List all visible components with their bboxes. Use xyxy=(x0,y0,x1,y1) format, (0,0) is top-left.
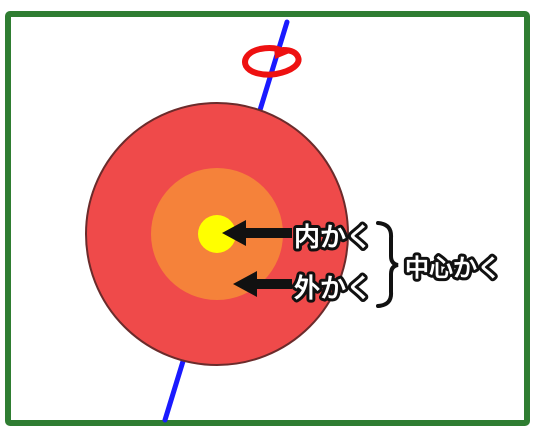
core-label: 中心かく xyxy=(405,254,501,282)
inner-core-arrow xyxy=(222,220,292,246)
rotation-arrow-icon xyxy=(242,45,302,78)
inner-core-label: 内かく xyxy=(294,223,372,253)
core-bracket xyxy=(376,221,399,308)
outer-core-arrow xyxy=(233,271,292,297)
inner-core-layer xyxy=(198,215,236,253)
outer-core-label: 外かく xyxy=(294,274,372,304)
